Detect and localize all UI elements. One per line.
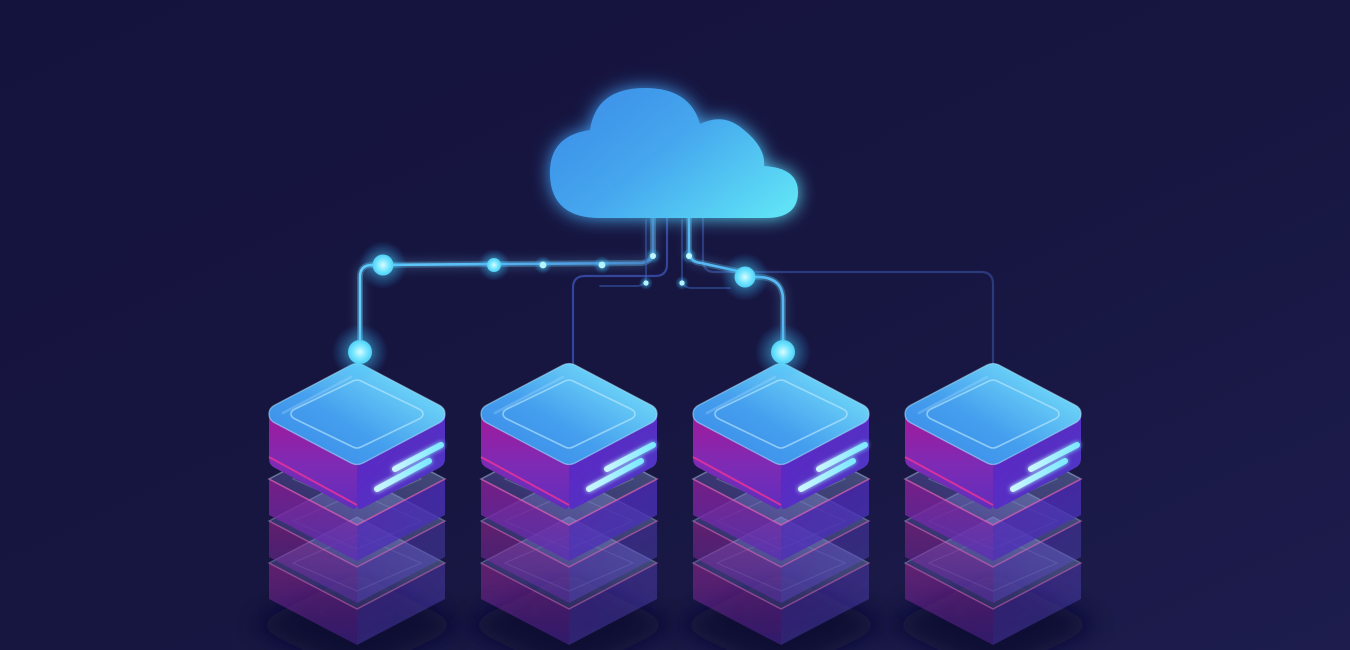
server-connect-nodes [332, 324, 811, 380]
server-connect-node-1 [348, 340, 372, 364]
bus-node-small-b [598, 261, 606, 269]
bus-node-medium [487, 258, 501, 272]
bus-node-small-a [539, 261, 547, 269]
bus-node-large-right [734, 266, 756, 288]
connection-network [357, 211, 995, 374]
network-nodes [359, 241, 769, 301]
trunk-node-1 [650, 253, 656, 259]
cloud [549, 88, 798, 218]
trunk-node-2 [686, 253, 692, 259]
server-stack-3[interactable] [669, 364, 893, 650]
server-stack-2[interactable] [457, 364, 681, 650]
trunk-elbow-node-2 [679, 280, 685, 286]
cloud-shape [549, 88, 798, 218]
server-stack-4[interactable] [881, 364, 1105, 650]
server-connect-node-3 [771, 340, 795, 364]
trunk-elbow-node-1 [643, 280, 649, 286]
bus-node-large-left [372, 254, 394, 276]
server-stack-1[interactable] [245, 364, 469, 650]
link-cloud-to-server-2 [571, 212, 669, 374]
